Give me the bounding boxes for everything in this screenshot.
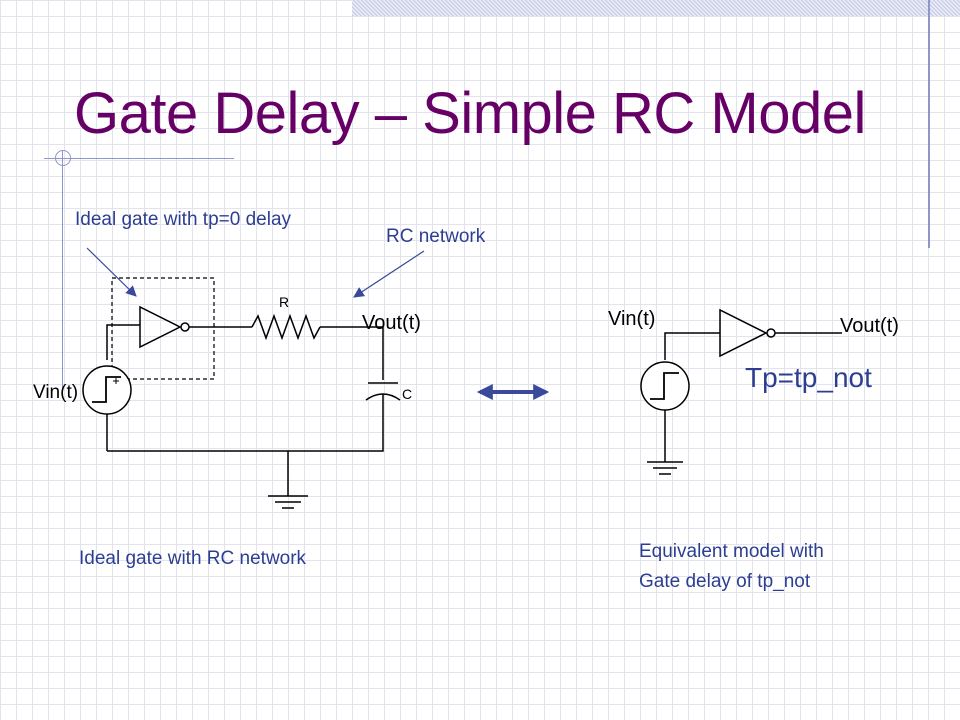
tp-equation-label: Tp=tp_not xyxy=(745,362,872,393)
rc-network-pointer-arrow xyxy=(353,250,425,298)
capacitor-label: C xyxy=(402,386,412,402)
right-vout-label: Vout(t) xyxy=(840,315,899,337)
right-input-wire xyxy=(664,332,720,360)
left-vin-label: Vin(t) xyxy=(33,382,78,403)
rc-network-annotation: RC network xyxy=(386,226,486,247)
right-circuit xyxy=(640,308,842,475)
resistor-label: R xyxy=(279,294,289,310)
resistor-icon xyxy=(251,313,321,341)
header-pattern-band xyxy=(352,0,960,16)
left-inverter-bubble xyxy=(180,322,190,332)
left-step-source-icon xyxy=(82,365,132,415)
slide-title: Gate Delay – Simple RC Model xyxy=(74,81,866,146)
left-ground-icon xyxy=(268,495,308,509)
left-vertical-rule xyxy=(62,150,63,390)
title-underline-rule xyxy=(44,158,234,159)
right-vin-label: Vin(t) xyxy=(608,308,655,330)
right-ground-icon xyxy=(647,461,683,475)
left-inverter-icon xyxy=(139,305,182,349)
right-vertical-rule xyxy=(928,0,930,248)
right-inverter-icon xyxy=(719,308,768,358)
ideal-gate-pointer-arrow xyxy=(86,247,137,297)
right-caption-line-2: Gate delay of tp_not xyxy=(639,571,811,592)
left-vout-label: Vout(t) xyxy=(362,312,421,334)
left-circuit xyxy=(82,277,401,509)
ideal-gate-annotation: Ideal gate with tp=0 delay xyxy=(75,209,292,230)
left-circuit-caption: Ideal gate with RC network xyxy=(79,548,307,569)
left-input-wire xyxy=(106,324,140,360)
right-caption-line-1: Equivalent model with xyxy=(639,541,824,562)
right-step-source-icon xyxy=(640,361,690,411)
ideal-gate-boundary xyxy=(111,277,215,380)
corner-ring-decoration xyxy=(55,150,71,166)
right-inverter-bubble xyxy=(766,328,776,338)
